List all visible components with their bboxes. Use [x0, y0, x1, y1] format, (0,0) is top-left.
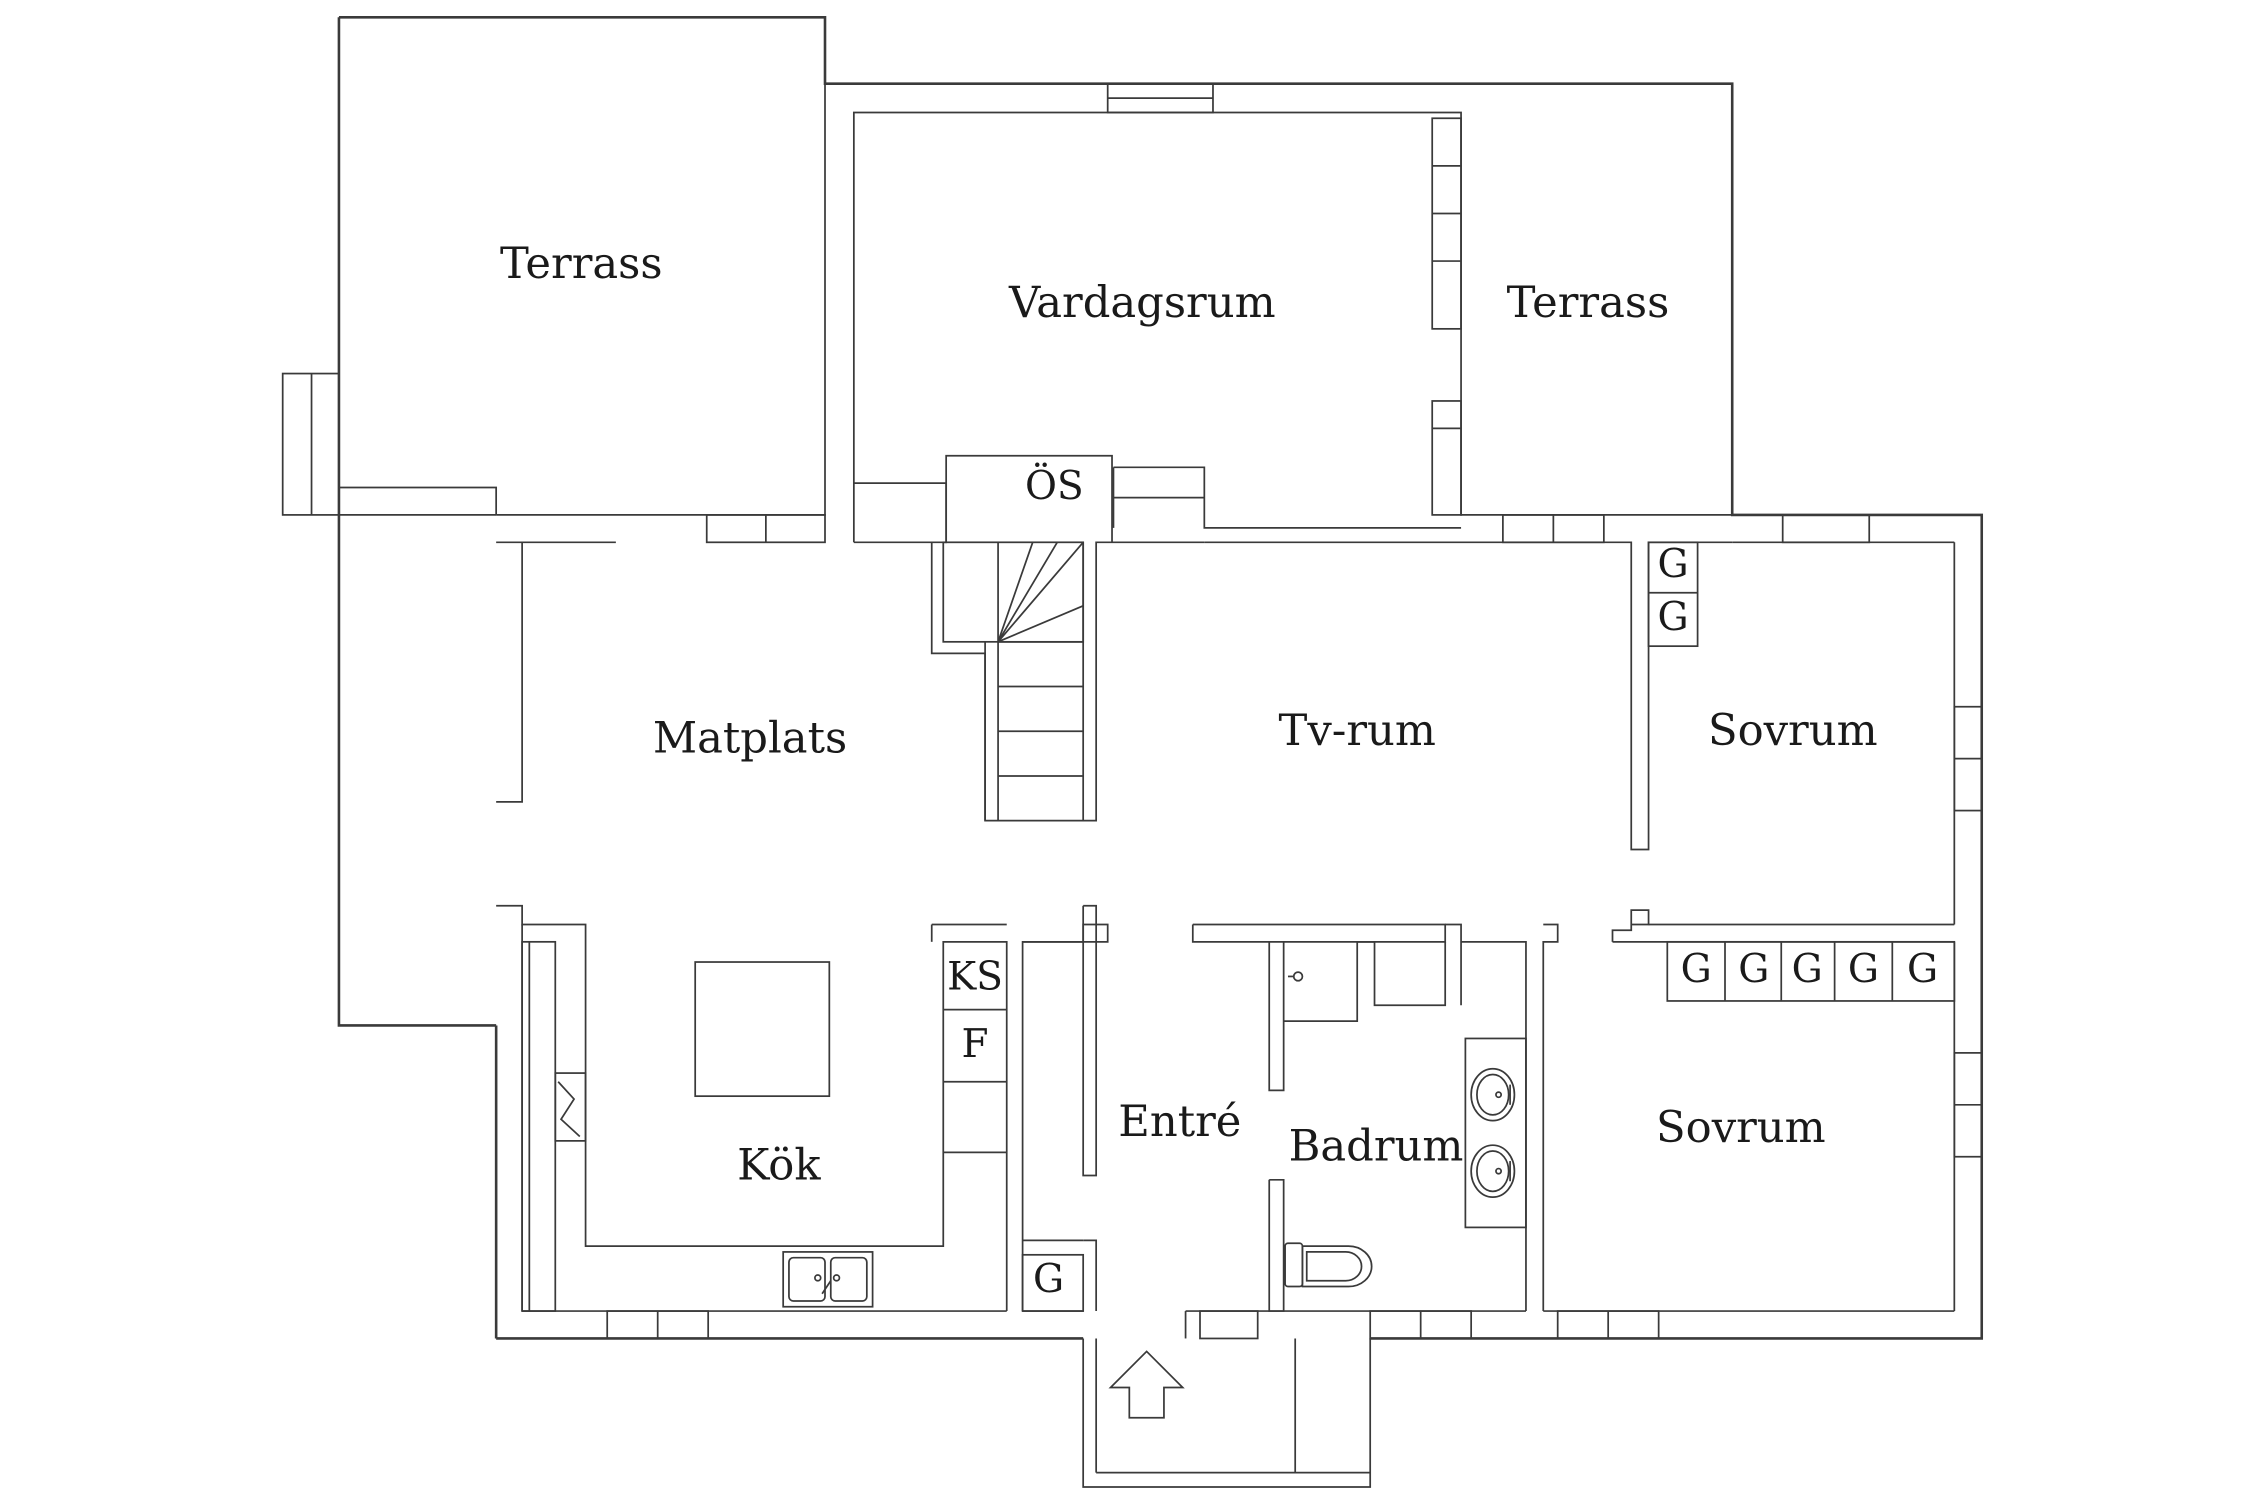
arrow-up-icon — [1108, 1350, 1185, 1419]
label-f: F — [961, 1022, 988, 1067]
bathroom-fixtures — [1284, 971, 1527, 1288]
label-tv-rum: Tv-rum — [1278, 706, 1435, 756]
kitchen-island — [694, 961, 831, 1098]
label-badrum: Badrum — [1289, 1122, 1464, 1172]
fixture-labels: KS F G G G G G G G G — [947, 542, 1938, 1302]
toilet-icon — [1284, 1242, 1373, 1288]
sink-icon — [782, 1251, 874, 1308]
label-closet-g: G — [1033, 1257, 1064, 1302]
label-sovrum-upper: Sovrum — [1708, 706, 1878, 756]
label-terrass-left: Terrass — [500, 239, 663, 289]
stairs-icon — [942, 541, 1085, 821]
label-closet-g: G — [1738, 947, 1769, 992]
label-closet-g: G — [1658, 542, 1689, 587]
label-vardagsrum: Vardagsrum — [1008, 278, 1276, 328]
room-labels: Terrass Vardagsrum Terrass ÖS Matplats T… — [500, 239, 1878, 1190]
label-closet-g: G — [1658, 595, 1689, 640]
shower-valve — [1287, 971, 1304, 982]
counter-left — [521, 940, 557, 1312]
label-sovrum-lower: Sovrum — [1656, 1103, 1826, 1153]
label-entre: Entré — [1118, 1097, 1241, 1147]
label-os: ÖS — [1025, 462, 1084, 509]
label-terrass-right: Terrass — [1507, 278, 1670, 328]
label-ks: KS — [947, 954, 1003, 999]
label-matplats: Matplats — [653, 713, 847, 763]
washbasin-icon — [1470, 1067, 1516, 1122]
label-closet-g: G — [1848, 947, 1879, 992]
entrance-porch — [1082, 1338, 1372, 1488]
kitchen-fixtures — [521, 940, 874, 1312]
label-closet-g: G — [1907, 947, 1938, 992]
closets — [1021, 541, 1956, 1312]
washbasin-icon — [1470, 1144, 1516, 1198]
label-closet-g: G — [1681, 947, 1712, 992]
label-kok: Kök — [737, 1140, 821, 1190]
stove — [554, 1072, 587, 1142]
label-closet-g: G — [1792, 947, 1823, 992]
interior-walls — [496, 454, 1955, 1339]
vanity — [1464, 1037, 1527, 1229]
